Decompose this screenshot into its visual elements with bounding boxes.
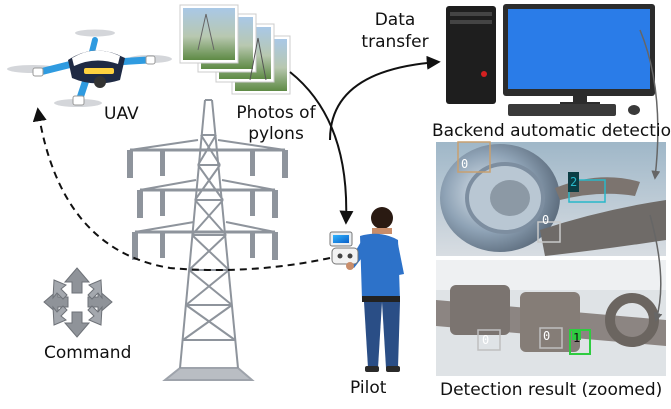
command-label: Command (44, 343, 132, 363)
photo-stack (179, 4, 291, 95)
to-zoomed-arrow (649, 214, 663, 322)
photos-to-pilot-arrow (289, 71, 354, 225)
result-label: Detection result (zoomed) (440, 380, 663, 400)
bbox-top-3 (537, 221, 561, 243)
detection-label-bottom-3: 1 (573, 331, 581, 345)
bbox-bottom-2 (539, 327, 563, 349)
uav-drone-icon (7, 29, 172, 107)
detection-label-bottom-1: 0 (482, 333, 490, 347)
to-detection-arrow (639, 29, 661, 180)
data-transfer-label-line2: transfer (361, 32, 429, 52)
detection-label-top-2: 2 (568, 172, 580, 192)
backend-computer-icon (446, 4, 655, 116)
bbox-bottom-1 (477, 329, 501, 351)
photos-label-line2: pylons (248, 124, 304, 144)
insulator-strings (127, 150, 288, 260)
pilot-label: Pilot (350, 378, 387, 398)
uav-label: UAV (104, 104, 139, 124)
bbox-top-1 (457, 141, 491, 173)
detection-label-bottom-2: 0 (543, 329, 551, 343)
pilot-person-icon (329, 207, 404, 372)
data-transfer-label-line1: Data (374, 10, 416, 30)
backend-label: Backend automatic detection (432, 121, 671, 141)
detection-label-top-1: 0 (461, 157, 469, 171)
data-transfer-arrow (329, 55, 441, 141)
command-arrows-icon (43, 267, 113, 338)
detection-image-top (436, 141, 666, 256)
photos-label-line1: Photos of (236, 103, 316, 123)
detection-label-top-3: 0 (542, 213, 550, 227)
detection-image-bottom (436, 260, 666, 376)
